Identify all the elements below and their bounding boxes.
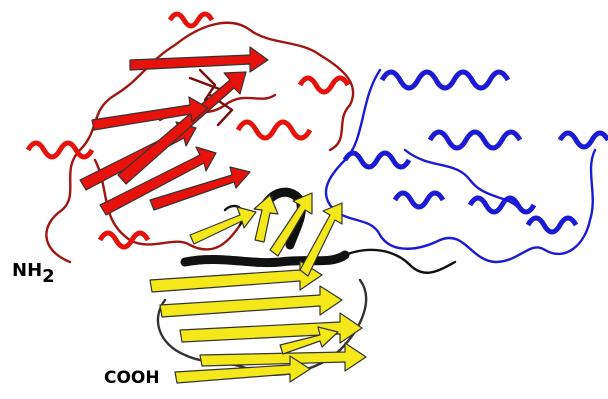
red-domain-loop bbox=[45, 21, 355, 264]
yellow-beta-strand bbox=[189, 206, 257, 245]
yellow-beta-strand bbox=[149, 260, 323, 293]
blue-domain bbox=[324, 68, 608, 264]
yellow-beta-strand bbox=[199, 342, 367, 372]
red-domain bbox=[25, 11, 355, 264]
red-beta-strand bbox=[149, 166, 251, 211]
blue-helix bbox=[557, 130, 608, 150]
blue-helix bbox=[379, 69, 511, 91]
red-helix bbox=[167, 11, 215, 29]
blue-helix bbox=[467, 195, 537, 215]
yellow-domain bbox=[149, 192, 368, 384]
red-beta-strand bbox=[129, 46, 269, 73]
blue-helix bbox=[342, 150, 412, 170]
n-terminus-text: NH bbox=[12, 260, 43, 281]
linker-ribbon bbox=[180, 250, 350, 268]
yellow-beta-strand bbox=[159, 285, 343, 318]
red-helix bbox=[25, 140, 95, 160]
blue-domain-loop bbox=[324, 68, 597, 264]
red-helix bbox=[235, 119, 313, 141]
red-beta-strand bbox=[91, 96, 209, 131]
blue-helix bbox=[525, 215, 579, 235]
linker-loop bbox=[343, 248, 457, 274]
yellow-beta-strand bbox=[299, 202, 343, 277]
blue-helix bbox=[427, 129, 523, 151]
red-beta-strand bbox=[117, 71, 247, 185]
blue-helix bbox=[392, 190, 446, 210]
yellow-beta-strand bbox=[253, 194, 279, 243]
yellow-beta-strand bbox=[179, 312, 363, 344]
c-terminus-label: COOH bbox=[104, 368, 160, 388]
red-helix bbox=[97, 230, 151, 250]
n-terminus-subscript: 2 bbox=[42, 266, 55, 287]
yellow-beta-strand bbox=[269, 192, 313, 257]
red-beta-strand bbox=[99, 146, 217, 216]
red-domain-loop bbox=[93, 158, 242, 251]
n-terminus-label: NH2 bbox=[12, 262, 55, 286]
yellow-beta-strand bbox=[279, 326, 339, 355]
yellow-beta-strand bbox=[174, 355, 311, 384]
red-helix bbox=[297, 75, 351, 95]
